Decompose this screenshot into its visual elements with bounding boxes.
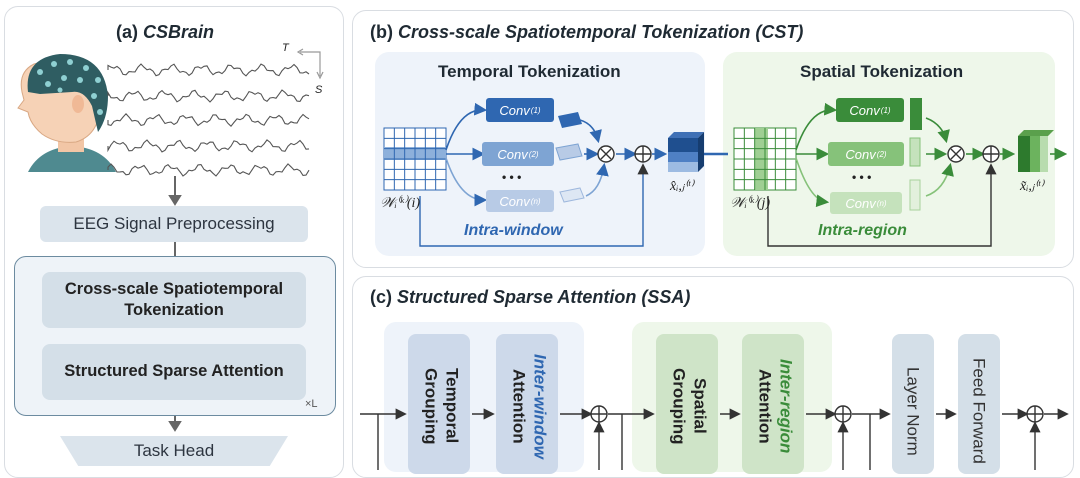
spatial-grouping-box — [656, 334, 718, 474]
spatial-output-token — [1018, 130, 1054, 172]
temporal-output-label: x̂ᵢ,ⱼ⁽ᵗ⁾ — [670, 179, 694, 194]
spatial-conv-ellipsis: • • • — [852, 170, 872, 184]
inter-window-attention-label: Inter-window Attention — [509, 353, 550, 459]
panel-a-title: (a) CSBrain — [116, 22, 215, 42]
spatial-tokenization-title: Spatial Tokenization — [800, 62, 964, 81]
ssa-flow-arrows — [360, 405, 1069, 470]
eeg-channel-wave — [107, 163, 310, 177]
ssa-module-box: Structured Sparse Attention — [42, 344, 306, 400]
cst-module-box: Cross-scale Spatiotemporal Tokenization — [42, 272, 306, 328]
eeg-head-illustration — [17, 54, 116, 172]
temporal-output-token — [668, 132, 704, 172]
inter-window-attention-box — [496, 334, 558, 474]
temporal-grouping-label: Temporal Grouping — [421, 367, 462, 445]
spatial-conv-2: Conv(2) — [828, 142, 904, 166]
intra-window-label: Intra-window — [464, 222, 563, 239]
temporal-conv-n: Conv(n) — [486, 190, 554, 212]
inter-region-attention-label: Inter-region Attention — [755, 358, 796, 454]
panel-b-title: (b) Cross-scale Spatiotemporal Tokenizat… — [370, 22, 804, 42]
axis-t-label: T — [282, 42, 289, 54]
spatial-input-label: 𝒲ᵢ⁽ᵏ⁾(j) — [730, 196, 771, 211]
layer-norm-box — [892, 334, 934, 474]
spatial-conv-1: Conv(1) — [836, 98, 904, 122]
eeg-channel-wave — [107, 89, 310, 103]
temporal-input-grid — [383, 127, 447, 191]
temporal-grouping-box — [408, 334, 470, 474]
spatial-conv-n: Conv(n) — [830, 192, 902, 214]
repeat-label: ×L — [305, 398, 318, 410]
layer-norm-label: Layer Norm — [903, 366, 923, 456]
axis-s-label: S — [315, 84, 323, 96]
feed-forward-label: Feed Forward — [969, 358, 989, 464]
eeg-channel-wave — [107, 112, 310, 128]
temporal-conv-1: Conv(1) — [486, 98, 554, 122]
spatial-output-label: x̃ᵢ,ⱼ⁽ᵗ⁾ — [1020, 179, 1044, 194]
temporal-tokenization-title: Temporal Tokenization — [438, 62, 621, 81]
temporal-input-label: 𝒲ᵢ⁽ᵏ⁾(i) — [380, 196, 421, 211]
intra-region-label: Intra-region — [818, 222, 907, 239]
spatial-grouping-label: Spatial Grouping — [669, 367, 710, 445]
inter-region-attention-box — [742, 334, 804, 474]
panel-c-title: (c) Structured Sparse Attention (SSA) — [370, 287, 691, 307]
cst-diagram-graphics — [383, 98, 1068, 247]
spatial-input-grid — [733, 127, 797, 191]
temporal-conv-2: Conv(2) — [482, 142, 554, 166]
temporal-conv-ellipsis: • • • — [502, 170, 522, 184]
eeg-waveforms — [107, 48, 324, 177]
feed-forward-box — [958, 334, 1000, 474]
eeg-preprocessing-box: EEG Signal Preprocessing — [40, 206, 308, 242]
eeg-channel-wave — [107, 139, 310, 153]
eeg-channel-wave — [107, 63, 310, 77]
